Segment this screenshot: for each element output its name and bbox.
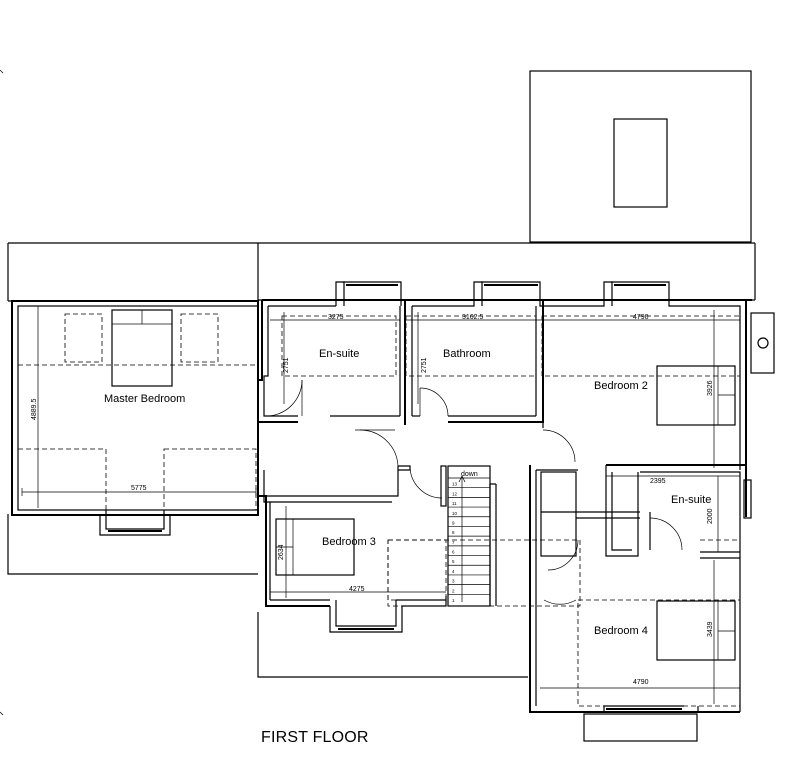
stair-step-number: 3 (452, 579, 455, 584)
dim-bedroom-2-width: 4790 (633, 314, 649, 321)
stair-step-number: 7 (452, 540, 455, 545)
stair-step-number: 12 (452, 491, 458, 496)
stair-step-number: 5 (452, 559, 455, 564)
room-label-bathroom: Bathroom (443, 348, 491, 360)
room-label-master-bedroom: Master Bedroom (104, 393, 185, 405)
room-label-bedroom-2: Bedroom 2 (594, 380, 648, 392)
stair-step-number: 11 (452, 501, 457, 506)
roof-outline (0, 69, 775, 742)
stair-step-number: 1 (452, 598, 455, 603)
flue-icon (757, 337, 769, 349)
dim-en-suite-2-width: 2395 (650, 478, 666, 485)
dim-bedroom-4-depth: 3439 (707, 621, 714, 637)
stair-step-number: 9 (452, 520, 455, 525)
room-label-bedroom-4: Bedroom 4 (594, 625, 648, 637)
skylight (613, 118, 668, 208)
garage-roof (529, 70, 752, 243)
dim-bathroom-depth: 2751 (421, 357, 428, 373)
floor-title: FIRST FLOOR (261, 729, 369, 746)
stair-direction-label: down (461, 471, 478, 478)
bedroom-4-walls (387, 464, 752, 713)
landing-walls (355, 429, 447, 507)
en-suite-1-walls (257, 281, 752, 425)
dim-bedroom-2-depth: 3926 (707, 380, 714, 396)
bedroom-2-walls (540, 281, 747, 476)
dim-en-suite-2-depth: 2000 (707, 508, 714, 524)
stair-step-number: 10 (452, 511, 458, 516)
stair-step-number: 6 (452, 550, 455, 555)
dim-master-depth: 4889.5 (31, 398, 38, 420)
dim-master-width: 5775 (131, 485, 147, 492)
room-label-en-suite-2: En-suite (671, 494, 711, 506)
stair-step-number: 13 (452, 482, 458, 487)
dim-bedroom-3-depth: 2634 (278, 544, 285, 560)
stair-step-number: 4 (452, 569, 455, 574)
bedroom-3-walls (257, 464, 447, 633)
dim-bedroom-3-width: 4275 (349, 586, 365, 593)
stair-steps: 13 12 11 10 9 8 7 6 5 4 3 2 1 (448, 477, 490, 603)
stair-step-number: 8 (452, 530, 455, 535)
dim-en-suite-1-width: 3275 (328, 314, 344, 321)
room-label-bedroom-3: Bedroom 3 (322, 536, 376, 548)
dim-bedroom-4-width: 4790 (633, 679, 649, 686)
chimney (750, 312, 775, 374)
staircase: 13 12 11 10 9 8 7 6 5 4 3 2 1 down (447, 465, 497, 607)
room-label-en-suite-1: En-suite (319, 348, 359, 360)
master-bedroom-walls (11, 300, 259, 536)
stair-step-number: 2 (452, 588, 455, 593)
dim-en-suite-1-depth: 2751 (283, 357, 290, 373)
dim-bathroom-width: 3162.5 (462, 314, 484, 321)
